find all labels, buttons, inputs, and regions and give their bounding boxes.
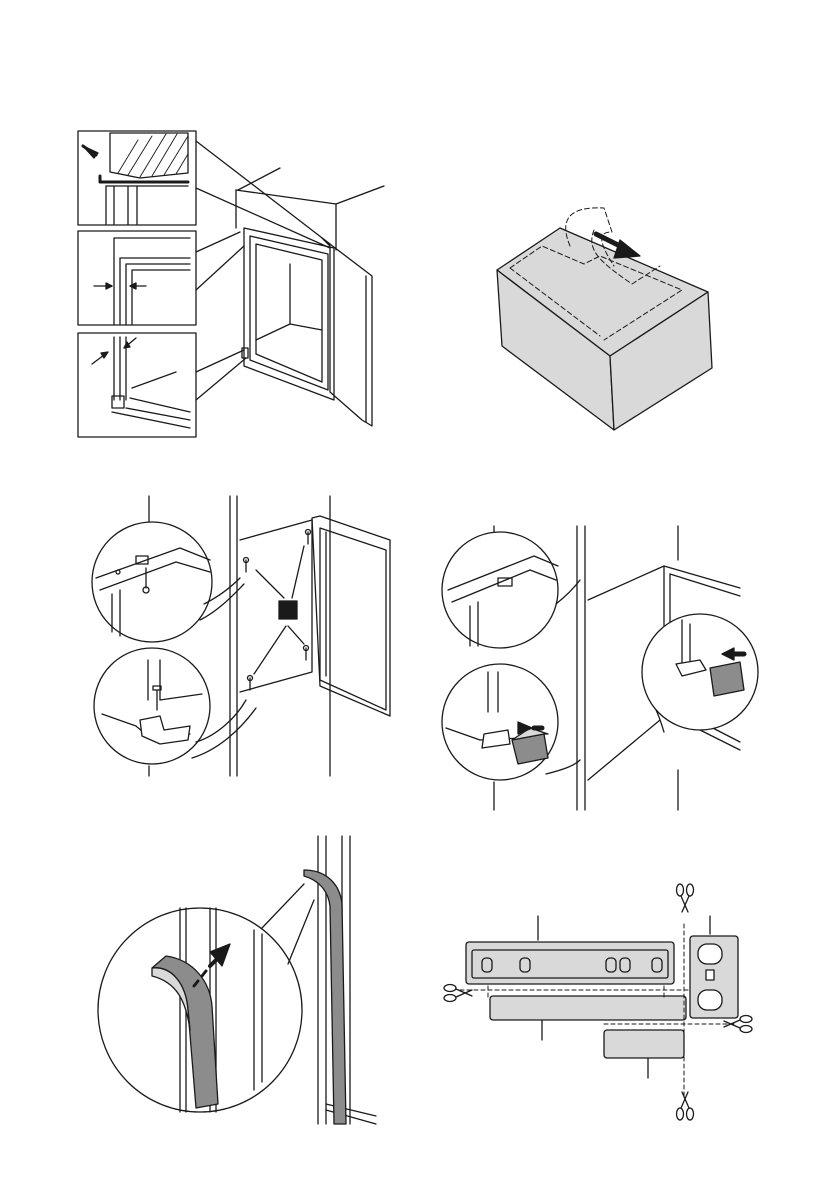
magnifier-circle-icon	[92, 522, 212, 642]
screw-icon	[306, 530, 311, 545]
figure-cover-caps	[442, 526, 758, 810]
figure-remove-tape	[497, 208, 712, 430]
figure-cut-cover-strips	[444, 884, 752, 1120]
magnifier-circle-icon	[442, 532, 558, 648]
arrow-icon	[124, 342, 130, 348]
arrow-icon	[130, 283, 136, 289]
inset-box-middle	[78, 231, 196, 325]
inset-box-bottom	[78, 333, 196, 437]
screw-icon	[244, 558, 249, 573]
hatch-lines	[118, 134, 188, 177]
scissors-icon	[444, 985, 472, 1002]
screw-icon	[304, 646, 309, 661]
magnifier-circle-icon	[94, 648, 210, 764]
magnifier-circle-icon	[442, 664, 558, 780]
door-panel	[312, 516, 390, 716]
cabinet-frame	[244, 228, 334, 400]
cover-strip-small	[604, 1030, 684, 1058]
arrow-icon	[106, 283, 112, 289]
figure-screw-mounting	[92, 496, 390, 776]
reference-marker	[279, 601, 297, 619]
hinge-block	[242, 348, 248, 358]
scissors-icon	[677, 1092, 694, 1120]
scissors-icon	[677, 884, 694, 912]
figure-gasket-insertion	[98, 836, 376, 1124]
cover-cap	[710, 662, 744, 696]
cover-strip-short	[490, 996, 686, 1020]
seal-profile	[100, 176, 188, 182]
figure-door-alignment	[78, 131, 384, 437]
screw-icon	[248, 676, 253, 691]
